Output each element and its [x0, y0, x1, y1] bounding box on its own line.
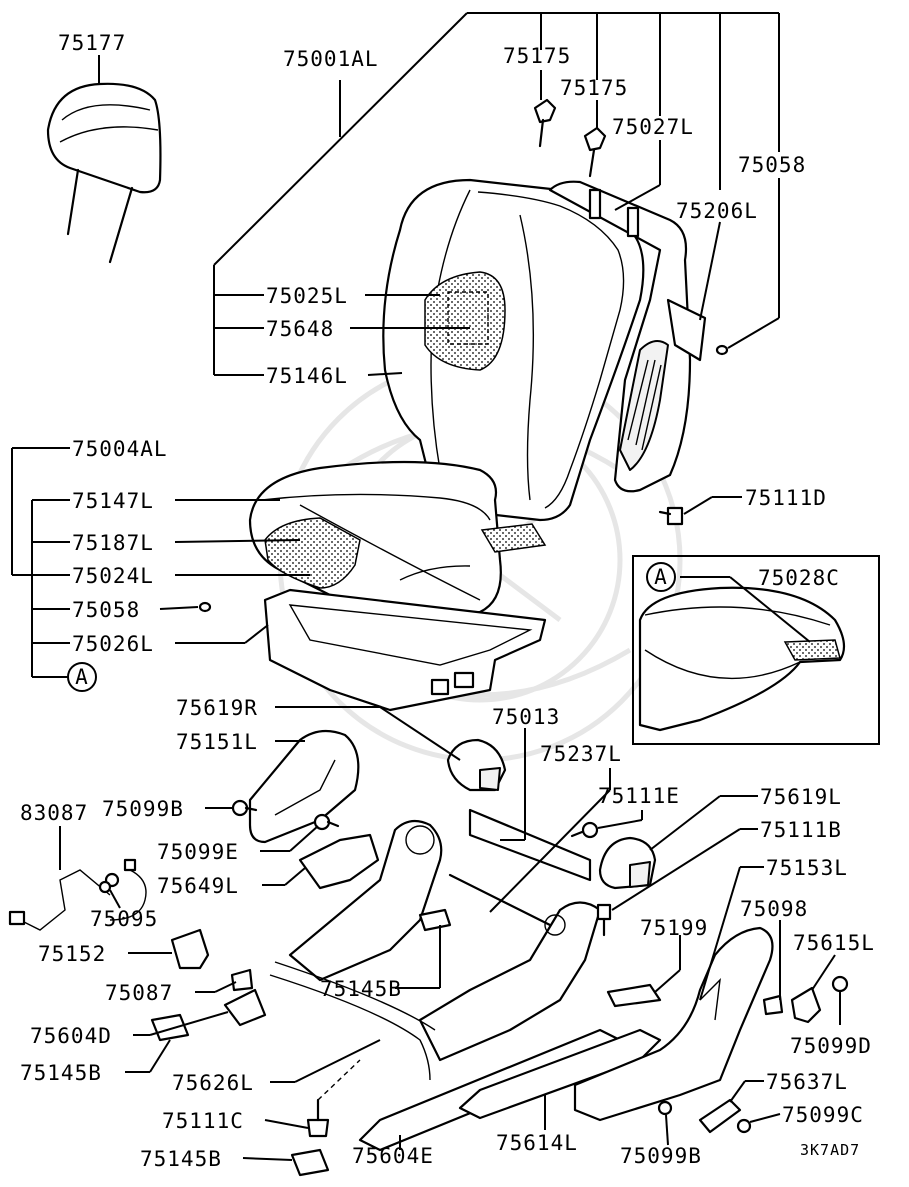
bolt-75099B-b	[657, 1100, 673, 1116]
label-75649L: 75649L	[157, 874, 239, 898]
bolt-75099C	[736, 1118, 752, 1134]
label-75058-mid: 75058	[72, 598, 140, 622]
label-75637L: 75637L	[766, 1070, 848, 1094]
leader-lines	[11, 12, 841, 1161]
label-75237L: 75237L	[540, 742, 622, 766]
label-75175-a: 75175	[503, 44, 571, 68]
label-75099C: 75099C	[782, 1103, 864, 1127]
label-75099B-a: 75099B	[102, 797, 184, 821]
shield-75619L	[598, 836, 657, 890]
cap-75145B-bottom	[290, 1148, 330, 1177]
clip-75175-b	[583, 126, 607, 178]
label-75024L: 75024L	[72, 564, 154, 588]
bolt-75111D	[658, 506, 684, 526]
label-75175-b: 75175	[560, 76, 628, 100]
label-75001AL: 75001AL	[283, 47, 379, 71]
pad-75145B-upper	[418, 908, 452, 932]
part-labels: 75177 75001AL 75175 75175 75027L 75058 7…	[20, 31, 875, 1171]
pad-75199	[606, 983, 662, 1008]
label-75026L: 75026L	[72, 632, 154, 656]
nut-75087	[230, 968, 254, 992]
label-75098: 75098	[740, 897, 808, 921]
clip-75098	[762, 994, 784, 1016]
inset-detail-a	[632, 555, 880, 745]
back-heater-pad	[424, 271, 506, 371]
label-75028C: 75028C	[758, 566, 840, 590]
label-75206L: 75206L	[676, 199, 758, 223]
cushion-heater-pad	[264, 517, 361, 589]
label-83087: 83087	[20, 801, 88, 825]
label-75177: 75177	[58, 31, 126, 55]
bolt-75099D	[831, 975, 849, 993]
ref-circle-a-left	[67, 662, 97, 692]
label-75614L: 75614L	[496, 1131, 578, 1155]
bracket-75604D	[223, 988, 267, 1027]
label-75111E: 75111E	[598, 784, 680, 808]
label-75619L: 75619L	[760, 785, 842, 809]
headrest	[46, 82, 162, 264]
label-75187L: 75187L	[72, 531, 154, 555]
label-75099E: 75099E	[157, 840, 239, 864]
label-75152: 75152	[38, 942, 106, 966]
trim-75153L	[573, 926, 774, 1122]
bracket-75649L	[298, 833, 380, 890]
label-75058-top: 75058	[738, 153, 806, 177]
label-75604D: 75604D	[30, 1024, 112, 1048]
label-75153L: 75153L	[766, 856, 848, 880]
cap-75145B-left	[150, 1013, 190, 1042]
label-75615L: 75615L	[793, 931, 875, 955]
label-75151L: 75151L	[176, 730, 258, 754]
label-75199: 75199	[640, 916, 708, 940]
shield-75619R	[446, 738, 507, 792]
label-75145B-b: 75145B	[20, 1061, 102, 1085]
bracket-75615L	[790, 986, 822, 1024]
label-75146L: 75146L	[266, 364, 348, 388]
wiring-harness	[8, 858, 147, 931]
label-75111B: 75111B	[760, 818, 842, 842]
label-75099B-b: 75099B	[620, 1144, 702, 1168]
label-75147L: 75147L	[72, 489, 154, 513]
bolt-75111B	[596, 903, 612, 937]
rail-75614L	[458, 1028, 662, 1120]
label-75619R: 75619R	[176, 696, 258, 720]
label-75087: 75087	[105, 981, 173, 1005]
seat-frame	[269, 808, 602, 1081]
label-75145B-c: 75145B	[140, 1147, 222, 1171]
label-75648: 75648	[266, 317, 334, 341]
ref-a-left-label: A	[75, 665, 89, 689]
clip-75152	[170, 928, 210, 970]
ref-a-inset-label: A	[654, 565, 668, 589]
label-75111C: 75111C	[162, 1109, 244, 1133]
diagram-code: 3K7AD7	[800, 1141, 860, 1159]
label-75095: 75095	[90, 907, 158, 931]
label-75145B-a: 75145B	[320, 977, 402, 1001]
seat-back	[382, 178, 645, 522]
side-cover-75151L	[248, 729, 360, 844]
lever-75637L	[698, 1098, 742, 1134]
label-75099D: 75099D	[790, 1034, 872, 1058]
label-75025L: 75025L	[266, 284, 348, 308]
cushion-pan	[263, 588, 547, 712]
bolt-75099B-a	[231, 799, 258, 817]
label-75626L: 75626L	[172, 1071, 254, 1095]
bolt-75099E	[313, 813, 340, 831]
seat-back-frame	[548, 180, 729, 493]
seat-cushion	[198, 460, 547, 620]
label-75027L: 75027L	[612, 115, 694, 139]
label-75604E: 75604E	[352, 1144, 434, 1168]
label-75013: 75013	[492, 705, 560, 729]
label-75004AL: 75004AL	[72, 437, 168, 461]
ref-circle-a-inset	[646, 562, 676, 592]
label-75111D: 75111D	[745, 486, 827, 510]
bolt-75111E	[570, 821, 599, 839]
clip-75175-a	[533, 98, 557, 148]
bolt-75111C	[306, 1098, 330, 1138]
